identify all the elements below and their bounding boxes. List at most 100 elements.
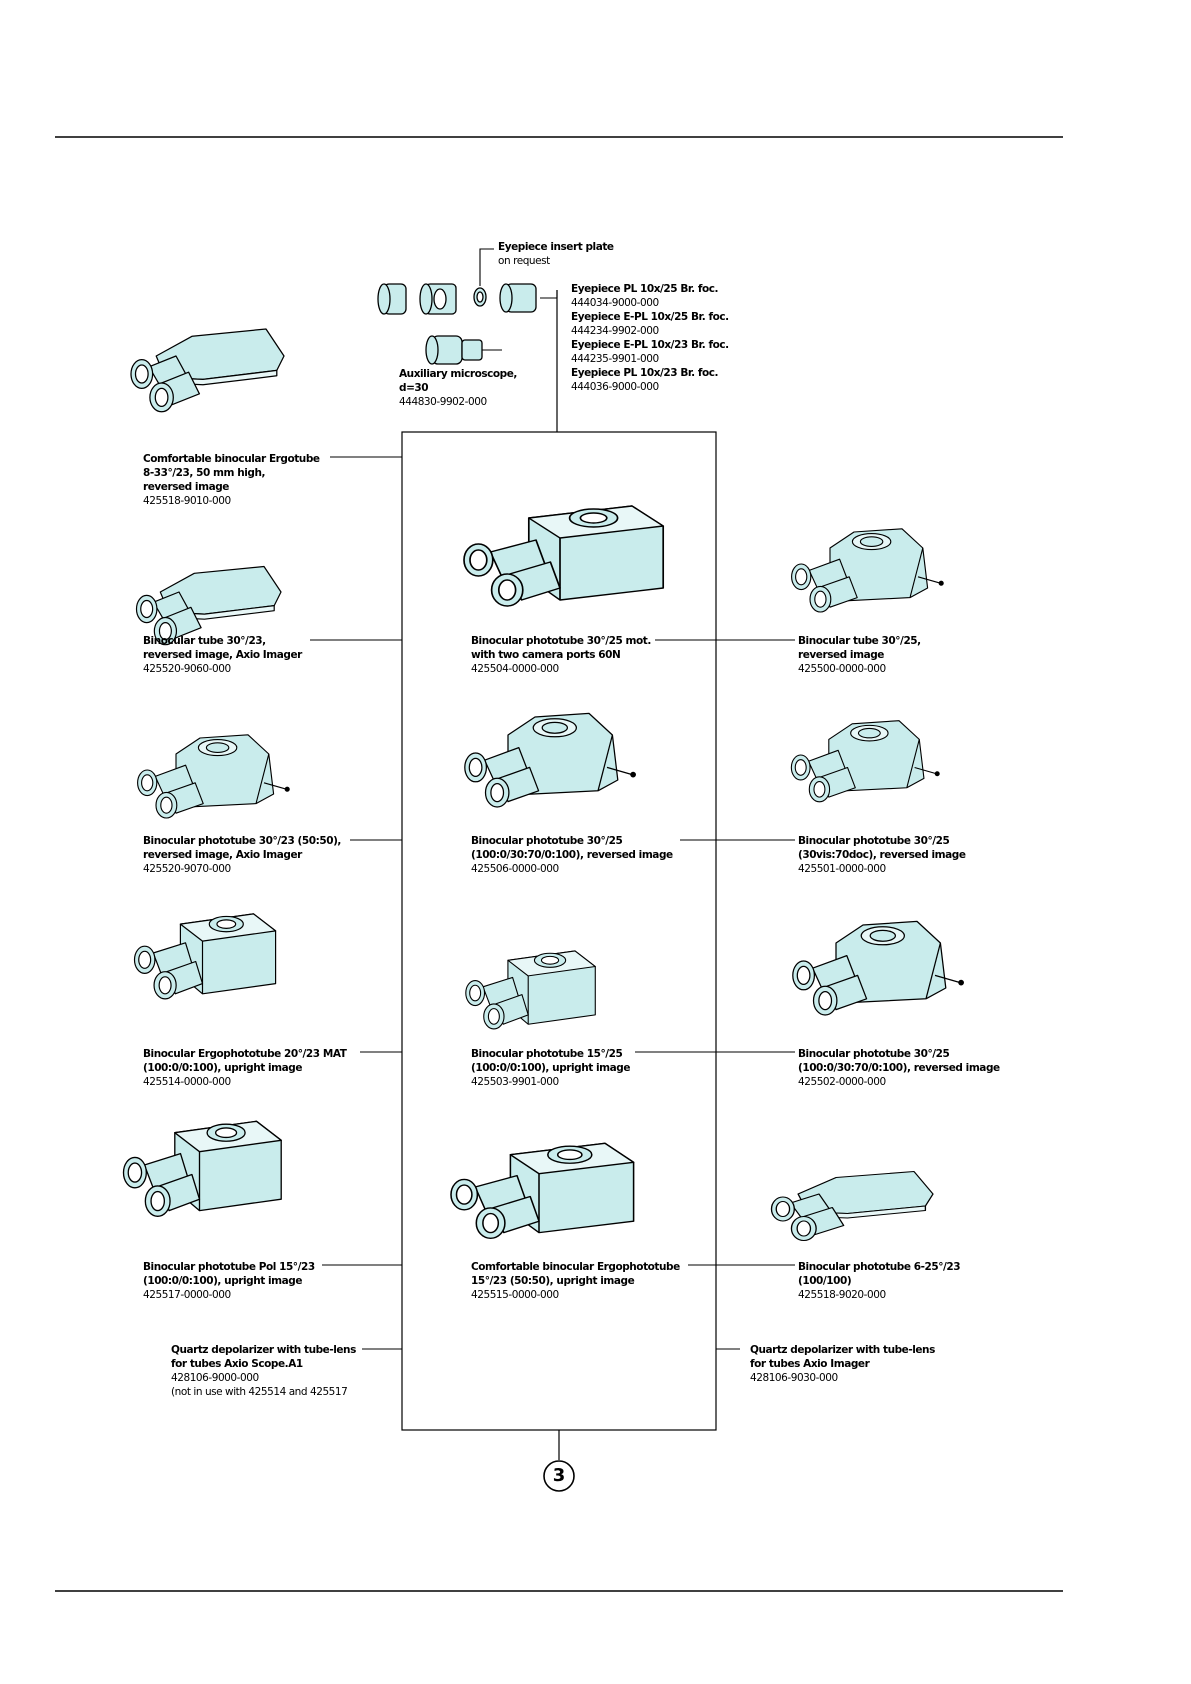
photo30-23-line1: Binocular phototube 30°/23 (50:50), (143, 835, 341, 847)
eyepiece-2-number: 444234-9902-000 (571, 325, 659, 337)
auxiliary-line2: d=30 (399, 382, 429, 394)
photo30-25-mot-label: Binocular phototube 30°/25 mot. with two… (471, 634, 651, 676)
photo30-23-drawing (137, 734, 290, 819)
ergotube-line1: Comfortable binocular Ergotube (143, 453, 320, 465)
ergotube-line3: reversed image (143, 481, 229, 493)
ergophoto20-label: Binocular Ergophototube 20°/23 MAT (100:… (143, 1047, 347, 1089)
depolarizer-imager-line2: for tubes Axio Imager (750, 1358, 870, 1370)
eyepiece-insert-note: on request (498, 255, 550, 267)
bin30-25-line1: Binocular tube 30°/25, (798, 635, 921, 647)
photo15-25-line1: Binocular phototube 15°/25 (471, 1048, 623, 1060)
photo30-25-vis-line2: (30vis:70doc), reversed image (798, 849, 966, 861)
eyepiece-1-number: 444034-9000-000 (571, 297, 659, 309)
bin30-23-line2: reversed image, Axio Imager (143, 649, 302, 661)
depolarizer-imager-label: Quartz depolarizer with tube-lens for tu… (750, 1343, 935, 1385)
bin30-23-drawing (135, 565, 282, 646)
eyepiece-3-number: 444235-9901-000 (571, 353, 659, 365)
photo30-25-mot-drawing (463, 505, 665, 607)
pol15-23-line2: (100:0/0:100), upright image (143, 1275, 303, 1287)
ergophoto20-line1: Binocular Ergophototube 20°/23 MAT (143, 1048, 347, 1060)
photo30-25-vis-line1: Binocular phototube 30°/25 (798, 835, 950, 847)
auxiliary-microscope-drawing (425, 335, 483, 365)
photo6-25-line2: (100/100) (798, 1275, 852, 1287)
bin30-25-number: 425500-0000-000 (798, 663, 886, 675)
photo15-25-drawing (465, 950, 596, 1030)
ergophoto15-line1: Comfortable binocular Ergophototube (471, 1261, 680, 1273)
photo30-25-rev-line2: (100:0/30:70/0:100), reversed image (798, 1062, 1000, 1074)
eyepiece-insert-name: Eyepiece insert plate (498, 241, 614, 253)
photo30-25-mot-line1: Binocular phototube 30°/25 mot. (471, 635, 651, 647)
photo30-25-rev-line1: Binocular phototube 30°/25 (798, 1048, 950, 1060)
ergotube-number: 425518-9010-000 (143, 495, 231, 507)
auxiliary-number: 444830-9902-000 (399, 396, 487, 408)
ergotube-label: Comfortable binocular Ergotube 8-33°/23,… (143, 452, 320, 508)
ergophoto20-number: 425514-0000-000 (143, 1076, 231, 1088)
photo30-23-number: 425520-9070-000 (143, 863, 231, 875)
auxiliary-line1: Auxiliary microscope, (399, 368, 517, 380)
pol15-23-label: Binocular phototube Pol 15°/23 (100:0/0:… (143, 1260, 315, 1302)
photo30-25-100-line1: Binocular phototube 30°/25 (471, 835, 623, 847)
photo30-25-vis-drawing (790, 720, 940, 803)
photo30-25-100-drawing (464, 712, 636, 808)
photo30-23-label: Binocular phototube 30°/23 (50:50), reve… (143, 834, 341, 876)
eyepiece-insert-plate-drawing (473, 287, 487, 307)
eyepiece-4-name: Eyepiece PL 10x/23 Br. foc. (571, 367, 719, 379)
ergophoto15-label: Comfortable binocular Ergophototube 15°/… (471, 1260, 680, 1302)
depolarizer-scope-number: 428106-9000-000 (171, 1372, 259, 1384)
photo30-25-vis-number: 425501-0000-000 (798, 863, 886, 875)
eyepiece-insert-label: Eyepiece insert plate on request (498, 240, 614, 268)
photo30-25-100-label: Binocular phototube 30°/25 (100:0/30:70/… (471, 834, 673, 876)
depolarizer-scope-line2: for tubes Axio Scope.A1 (171, 1358, 303, 1370)
ergotube-drawing (130, 328, 285, 413)
eyepieces-label: Eyepiece PL 10x/25 Br. foc. 444034-9000-… (571, 282, 729, 394)
eyepiece-1-name: Eyepiece PL 10x/25 Br. foc. (571, 283, 719, 295)
ergophoto15-line2: 15°/23 (50:50), upright image (471, 1275, 635, 1287)
photo30-25-100-line2: (100:0/30:70/0:100), reversed image (471, 849, 673, 861)
photo15-25-number: 425503-9901-000 (471, 1076, 559, 1088)
pol15-23-drawing (122, 1120, 282, 1217)
eyepiece-tube-drawing (499, 283, 537, 313)
eyepiece-cap-drawing (377, 283, 407, 315)
insert-plate-leader (479, 248, 494, 286)
photo30-23-line2: reversed image, Axio Imager (143, 849, 302, 861)
depolarizer-scope-label: Quartz depolarizer with tube-lens for tu… (171, 1343, 356, 1399)
depolarizer-scope-line1: Quartz depolarizer with tube-lens (171, 1344, 356, 1356)
photo30-25-rev-number: 425502-0000-000 (798, 1076, 886, 1088)
bin30-23-line1: Binocular tube 30°/23, (143, 635, 266, 647)
bin30-25-label: Binocular tube 30°/25, reversed image 42… (798, 634, 921, 676)
photo6-25-drawing (770, 1170, 934, 1242)
photo30-25-mot-line2: with two camera ports 60N (471, 649, 621, 661)
pol15-23-line1: Binocular phototube Pol 15°/23 (143, 1261, 315, 1273)
eyepiece-4-number: 444036-9000-000 (571, 381, 659, 393)
pol15-23-number: 425517-0000-000 (143, 1289, 231, 1301)
depolarizer-imager-number: 428106-9030-000 (750, 1372, 838, 1384)
bin30-25-line2: reversed image (798, 649, 884, 661)
photo15-25-label: Binocular phototube 15°/25 (100:0/0:100)… (471, 1047, 630, 1089)
depolarizer-scope-note: (not in use with 425514 and 425517 (171, 1386, 348, 1398)
ergophoto15-drawing (450, 1142, 635, 1240)
bin30-23-number: 425520-9060-000 (143, 663, 231, 675)
bin30-23-label: Binocular tube 30°/23, reversed image, A… (143, 634, 302, 676)
photo6-25-label: Binocular phototube 6-25°/23 (100/100) 4… (798, 1260, 961, 1302)
bin30-25-drawing (791, 528, 944, 613)
photo6-25-number: 425518-9020-000 (798, 1289, 886, 1301)
ergophoto20-line2: (100:0/0:100), upright image (143, 1062, 303, 1074)
auxiliary-label: Auxiliary microscope, d=30 444830-9902-0… (399, 367, 517, 409)
photo30-25-100-number: 425506-0000-000 (471, 863, 559, 875)
ergotube-line2: 8-33°/23, 50 mm high, (143, 467, 266, 479)
group-3-circle (543, 1460, 575, 1492)
eyepiece-body-drawing (419, 283, 457, 315)
photo6-25-line1: Binocular phototube 6-25°/23 (798, 1261, 961, 1273)
ergophoto20-drawing (133, 913, 277, 1000)
eyepiece-3-name: Eyepiece E-PL 10x/23 Br. foc. (571, 339, 729, 351)
eyepiece-2-name: Eyepiece E-PL 10x/25 Br. foc. (571, 311, 729, 323)
ergophoto15-number: 425515-0000-000 (471, 1289, 559, 1301)
photo30-25-vis-label: Binocular phototube 30°/25 (30vis:70doc)… (798, 834, 966, 876)
photo30-25-rev-drawing (792, 920, 964, 1016)
photo30-25-rev-label: Binocular phototube 30°/25 (100:0/30:70/… (798, 1047, 1000, 1089)
group-3-number: 3 (552, 1465, 566, 1486)
photo15-25-line2: (100:0/0:100), upright image (471, 1062, 631, 1074)
photo30-25-mot-number: 425504-0000-000 (471, 663, 559, 675)
depolarizer-imager-line1: Quartz depolarizer with tube-lens (750, 1344, 935, 1356)
